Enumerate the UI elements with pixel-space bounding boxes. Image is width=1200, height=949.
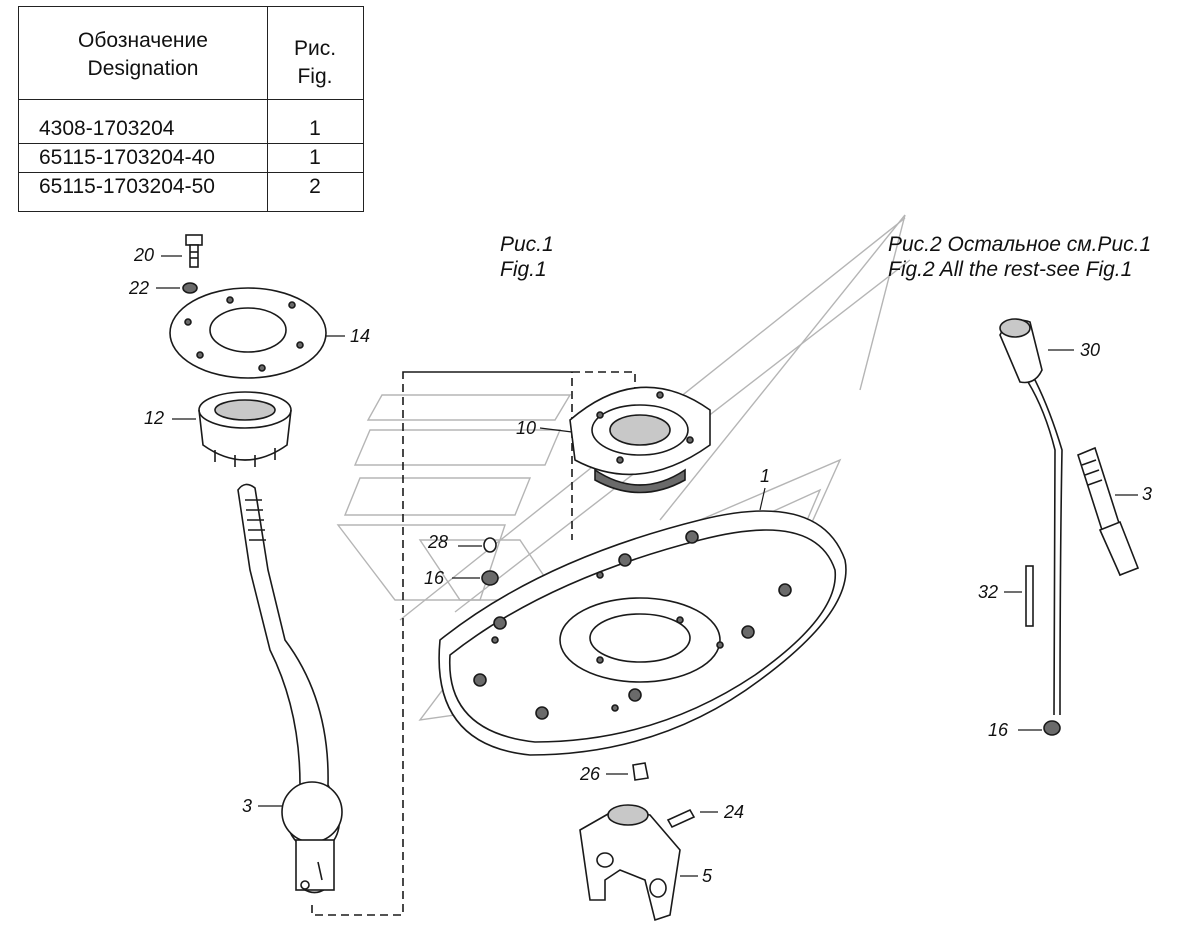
caption-fig1-ru: Рис.1 [500,233,554,256]
table-row: 65115-1703204-40 1 [19,144,363,173]
callout-22: 22 [129,278,150,298]
callout-16-right: 16 [988,720,1009,740]
nut-16-right [1043,720,1061,736]
header-fig-en: Fig. [297,65,333,88]
callout-24: 24 [724,802,745,822]
flange-14 [169,287,327,379]
pin-24 [666,808,696,829]
designation-table: Обозначение Designation Рис. Fig. 4308-1… [18,6,364,212]
table-header: Обозначение Designation Рис. Fig. [19,7,363,100]
callout-20: 20 [134,245,155,265]
callout-16-left: 16 [424,568,445,588]
header-designation: Обозначение Designation [19,27,267,83]
callout-5: 5 [702,866,713,886]
fork-5 [579,804,681,922]
callout-3-right: 3 [1142,484,1153,504]
callout-32: 32 [978,582,999,602]
caption-fig2-en: Fig.2 All the rest-see Fig.1 [888,258,1133,281]
washer-22 [182,282,198,294]
bushing-12 [198,391,292,467]
callout-28: 28 [428,532,449,552]
header-fig-ru: Рис. [293,37,337,60]
row-designation: 65115-1703204-40 [39,146,215,169]
header-designation-en: Designation [87,57,199,80]
caption-fig1-en: Fig.1 [500,258,547,281]
row-fig: 2 [309,175,321,198]
row-fig: 1 [309,117,321,140]
table-row: 4308-1703204 1 [19,115,363,144]
plug-28 [483,537,497,553]
callout-14: 14 [350,326,371,346]
knob-30 [999,318,1063,716]
key-26 [632,762,649,781]
row-designation: 4308-1703204 [39,117,175,140]
callout-3-left: 3 [242,796,253,816]
callout-1: 1 [760,466,771,486]
bolt-20 [185,234,203,268]
table-row: 65115-1703204-50 2 [19,173,363,201]
base-plate-1 [438,510,847,756]
row-fig: 1 [309,146,321,169]
caption-fig2-ru: Рис.2 Остальное см.Рис.1 [888,233,1152,256]
callout-12: 12 [144,408,165,428]
callout-26: 26 [580,764,601,784]
callout-30: 30 [1080,340,1101,360]
header-fig: Рис. Fig. [267,35,363,91]
lever-3-right [1077,446,1140,577]
caption-fig2: Рис.2 Остальное см.Рис.1 Fig.2 All the r… [888,232,1151,282]
header-designation-ru: Обозначение [78,29,208,52]
seal-10 [569,386,711,494]
nut-16 [481,570,499,586]
callout-10: 10 [516,418,537,438]
pin-32 [1025,565,1034,627]
table-column-divider [267,7,268,211]
caption-fig1: Рис.1 Fig.1 [500,232,554,282]
gear-lever-3 [237,483,343,894]
row-designation: 65115-1703204-50 [39,175,215,198]
